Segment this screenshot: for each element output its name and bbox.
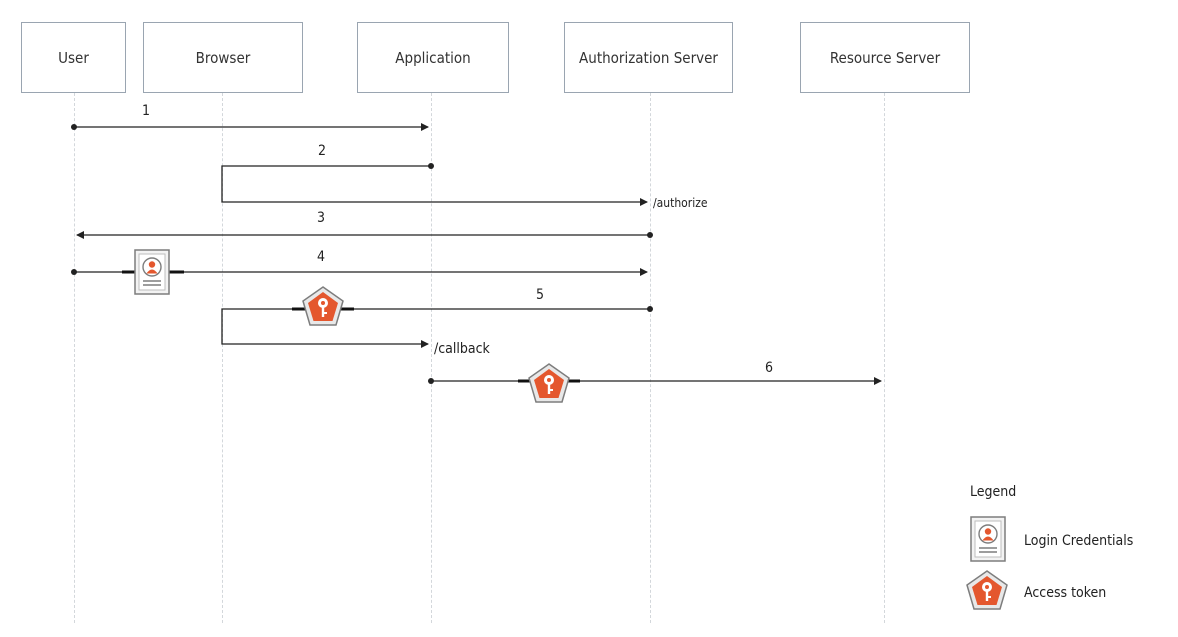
lifeline-authorization-server xyxy=(650,93,651,623)
legend-login-credentials-label: Login Credentials xyxy=(1024,533,1134,549)
lifeline-user xyxy=(74,93,75,623)
message-6-label: 6 xyxy=(765,360,774,376)
participant-user: User xyxy=(21,22,126,93)
lifeline-browser xyxy=(222,93,223,623)
access-token-icon xyxy=(528,363,570,403)
authorize-endpoint-label: /authorize xyxy=(653,196,708,210)
message-2-arrow xyxy=(221,163,648,206)
credentials-icon xyxy=(134,249,170,295)
message-4-label: 4 xyxy=(317,249,326,265)
participant-application: Application xyxy=(357,22,509,93)
message-1-arrow xyxy=(71,123,429,131)
message-2-label: 2 xyxy=(318,143,327,159)
callback-endpoint-label: /callback xyxy=(434,341,490,357)
participant-user-label: User xyxy=(58,48,89,67)
participant-authorization-server-label: Authorization Server xyxy=(579,48,718,67)
participant-authorization-server: Authorization Server xyxy=(564,22,733,93)
participant-resource-server: Resource Server xyxy=(800,22,970,93)
lifeline-application xyxy=(431,93,432,623)
participant-application-label: Application xyxy=(395,48,471,67)
message-6-arrow xyxy=(428,377,882,385)
message-1-label: 1 xyxy=(142,103,151,119)
legend-title: Legend xyxy=(970,484,1017,500)
legend-access-token-icon xyxy=(966,570,1008,610)
message-3-arrow xyxy=(76,231,653,239)
message-5-label: 5 xyxy=(536,287,545,303)
legend-credentials-icon xyxy=(970,516,1006,562)
lifeline-resource-server xyxy=(884,93,885,623)
participant-browser-label: Browser xyxy=(195,48,251,67)
access-token-icon xyxy=(302,286,344,326)
message-3-label: 3 xyxy=(317,210,326,226)
legend-access-token-label: Access token xyxy=(1024,585,1107,601)
participant-browser: Browser xyxy=(143,22,303,93)
message-5-arrow xyxy=(221,306,653,348)
participant-resource-server-label: Resource Server xyxy=(829,48,941,67)
